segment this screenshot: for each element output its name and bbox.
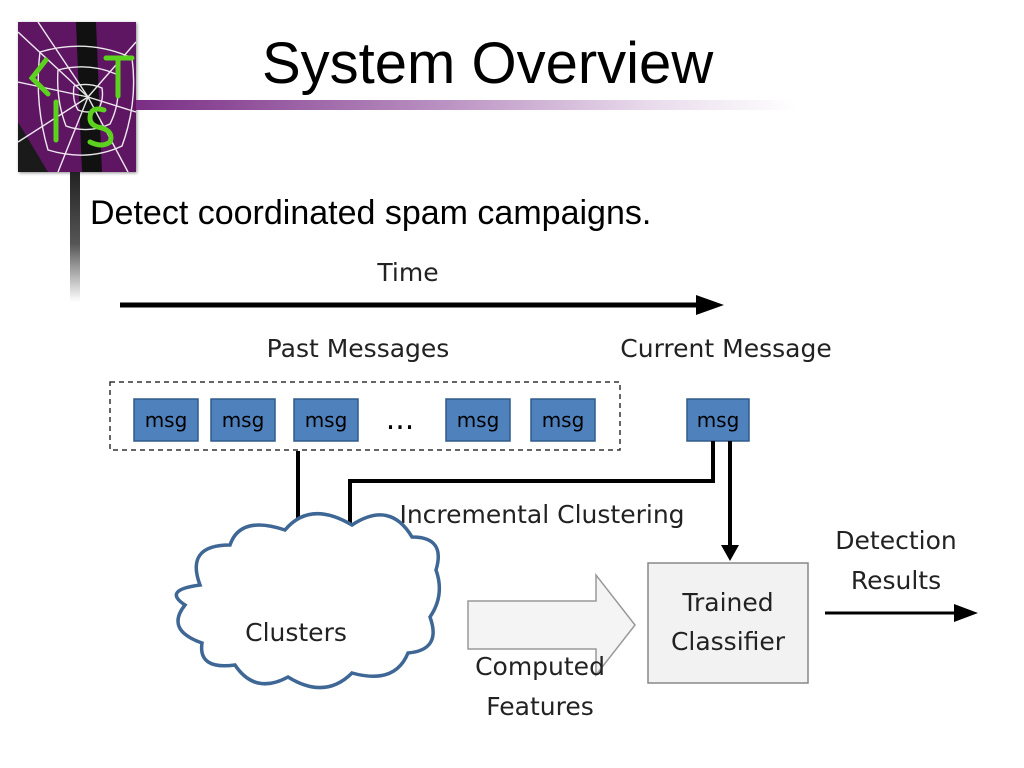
incremental-clustering-label: Incremental Clustering <box>399 500 684 529</box>
past-msg-box: msg <box>445 398 511 442</box>
detection-results-label-line1: Detection <box>835 526 956 555</box>
clusters-cloud <box>174 512 442 690</box>
computed-features-label-line2: Features <box>486 692 594 721</box>
detection-results-arrowhead <box>954 604 978 622</box>
past-messages-container <box>109 381 621 451</box>
classifier-label-line2: Classifier <box>671 627 786 656</box>
msg-label: msg <box>542 408 585 432</box>
clusters-label: Clusters <box>245 618 347 647</box>
msg-label: msg <box>305 408 348 432</box>
past-msg-box: msg <box>210 398 276 442</box>
title-accent-bar <box>136 100 796 110</box>
time-label: Time <box>376 258 438 287</box>
incremental-clustering-path <box>348 441 715 533</box>
past-msg-box: msg <box>133 398 199 442</box>
ellipsis: ... <box>386 402 415 437</box>
past-messages-label: Past Messages <box>267 334 450 363</box>
msg-label: msg <box>697 408 740 432</box>
computed-features-label-line1: Computed <box>475 652 605 681</box>
classifier-label-line1: Trained <box>681 588 773 617</box>
time-arrow-head <box>696 295 724 315</box>
slide-title: System Overview <box>262 31 714 96</box>
past-msg-box: msg <box>293 398 359 442</box>
spiderweb-logo-icon <box>17 21 137 173</box>
msg-label: msg <box>145 408 188 432</box>
past-msg-box: msg <box>530 398 596 442</box>
trained-classifier-box <box>647 562 809 684</box>
current-message-label: Current Message <box>620 334 831 363</box>
current-to-classifier-arrowhead <box>721 545 739 561</box>
msg-label: msg <box>222 408 265 432</box>
lis-logo <box>17 21 137 173</box>
computed-features-arrow <box>467 572 636 678</box>
detection-results-label-line2: Results <box>851 566 941 595</box>
msg-label: msg <box>457 408 500 432</box>
current-msg-box: msg <box>686 398 750 442</box>
bullet-text: Detect coordinated spam campaigns. <box>90 194 652 232</box>
system-diagram: Time Past Messages Current Message msg m… <box>90 245 990 750</box>
vertical-accent-bar <box>70 172 80 302</box>
